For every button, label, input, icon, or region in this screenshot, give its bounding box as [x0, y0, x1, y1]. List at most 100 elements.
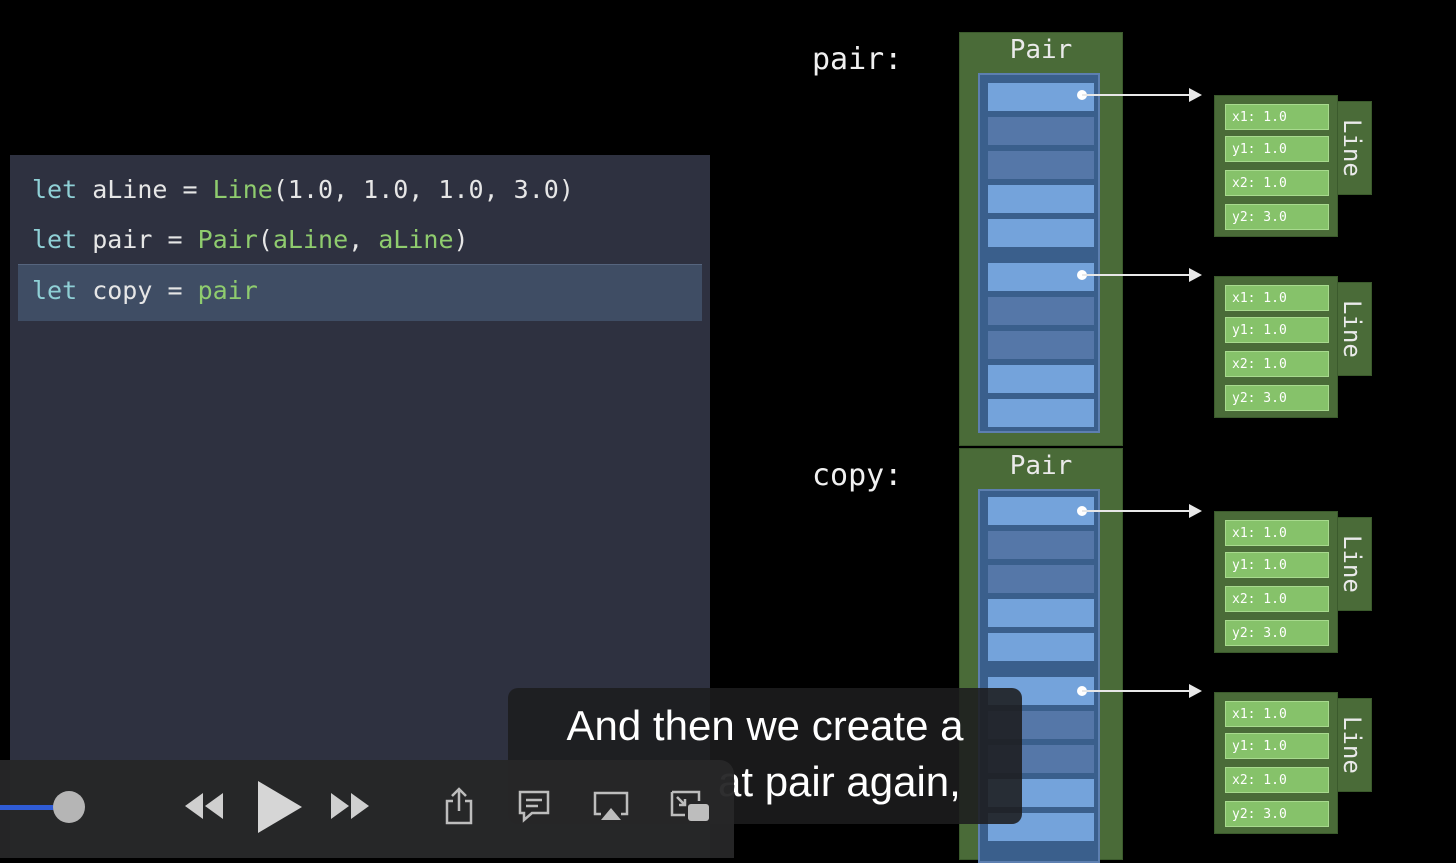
line-object: Line x1: 1.0 y1: 1.0 x2: 1.0 y2: 3.0 [1214, 511, 1372, 653]
subtitles-icon [518, 790, 550, 823]
line-label: Line [1338, 535, 1366, 593]
storage-slot [988, 565, 1094, 593]
pair-variable-label: pair: [812, 42, 903, 77]
line-fields: x1: 1.0 y1: 1.0 x2: 1.0 y2: 3.0 [1214, 511, 1338, 653]
storage-slot [988, 219, 1094, 247]
arrow-head [1189, 504, 1202, 518]
line-label: Line [1338, 716, 1366, 774]
storage-slot [988, 331, 1094, 359]
copy-pair-box: Pair [959, 448, 1123, 863]
caption-line-2: at pair again, [718, 758, 961, 805]
pointer-arrow [1082, 94, 1190, 96]
storage-slot [988, 365, 1094, 393]
field-y1: y1: 1.0 [1225, 552, 1329, 578]
storage-slot [988, 497, 1094, 525]
paren: ( [257, 225, 273, 254]
line-object: Line x1: 1.0 y1: 1.0 x2: 1.0 y2: 3.0 [1214, 95, 1372, 237]
play-icon [258, 781, 302, 833]
field-y2: y2: 3.0 [1225, 801, 1329, 827]
separator: , [348, 225, 379, 254]
subtitles-button[interactable] [514, 788, 554, 824]
picture-in-picture-button[interactable] [668, 788, 712, 824]
identifier: copy = [77, 276, 198, 305]
picture-in-picture-icon [670, 790, 709, 821]
code-line-2: let pair = Pair(aLine, aLine) [32, 220, 469, 260]
highlighted-line [18, 264, 702, 321]
arrow-head [1189, 268, 1202, 282]
field-x1: x1: 1.0 [1225, 701, 1329, 727]
field-y1: y1: 1.0 [1225, 733, 1329, 759]
paren: ) [453, 225, 469, 254]
fast-forward-icon [331, 793, 369, 819]
line-label: Line [1338, 300, 1366, 358]
arrow-head [1189, 684, 1202, 698]
field-y1: y1: 1.0 [1225, 317, 1329, 343]
storage-slot [988, 263, 1094, 291]
line-tab: Line [1332, 517, 1372, 611]
field-x2: x2: 1.0 [1225, 767, 1329, 793]
arrow-head [1189, 88, 1202, 102]
type-name: Pair [197, 225, 258, 254]
field-y2: y2: 3.0 [1225, 385, 1329, 411]
line-fields: x1: 1.0 y1: 1.0 x2: 1.0 y2: 3.0 [1214, 692, 1338, 834]
field-y2: y2: 3.0 [1225, 620, 1329, 646]
line-tab: Line [1332, 282, 1372, 376]
storage-slot [988, 633, 1094, 661]
keyword: let [32, 225, 78, 254]
line-fields: x1: 1.0 y1: 1.0 x2: 1.0 y2: 3.0 [1214, 276, 1338, 418]
storage-slot [988, 83, 1094, 111]
field-y1: y1: 1.0 [1225, 136, 1329, 162]
storage-slot [988, 151, 1094, 179]
field-x2: x2: 1.0 [1225, 351, 1329, 377]
pointer-arrow [1082, 274, 1190, 276]
line-object: Line x1: 1.0 y1: 1.0 x2: 1.0 y2: 3.0 [1214, 276, 1372, 418]
storage-slot [988, 117, 1094, 145]
field-y2: y2: 3.0 [1225, 204, 1329, 230]
keyword: let [32, 276, 78, 305]
pair-box: Pair [959, 32, 1123, 446]
player-controls [0, 760, 734, 858]
storage-slot [988, 399, 1094, 427]
identifier: pair = [77, 225, 198, 254]
reference: pair [197, 276, 258, 305]
field-x2: x2: 1.0 [1225, 170, 1329, 196]
rewind-icon [185, 793, 223, 819]
progress-bar[interactable] [0, 805, 70, 810]
code-line-1: let aLine = Line(1.0, 1.0, 1.0, 3.0) [32, 170, 574, 210]
field-x1: x1: 1.0 [1225, 285, 1329, 311]
keyword: let [32, 175, 78, 204]
identifier: aLine = [77, 175, 213, 204]
line-label: Line [1338, 119, 1366, 177]
copy-box-title: Pair [1009, 451, 1073, 481]
copy-storage [978, 489, 1100, 863]
storage-slot [988, 599, 1094, 627]
pointer-arrow [1082, 510, 1190, 512]
code-line-3: let copy = pair [32, 271, 258, 311]
pointer-arrow [1082, 690, 1190, 692]
play-button[interactable] [250, 778, 306, 836]
line-tab: Line [1332, 101, 1372, 195]
pair-storage [978, 73, 1100, 433]
airplay-icon [593, 791, 629, 820]
progress-scrubber[interactable] [53, 791, 85, 823]
share-icon [445, 787, 473, 825]
line-tab: Line [1332, 698, 1372, 792]
field-x1: x1: 1.0 [1225, 104, 1329, 130]
line-fields: x1: 1.0 y1: 1.0 x2: 1.0 y2: 3.0 [1214, 95, 1338, 237]
share-button[interactable] [440, 786, 478, 826]
pair-box-title: Pair [1009, 35, 1073, 65]
argument: aLine [378, 225, 454, 254]
rewind-button[interactable] [180, 788, 226, 824]
fast-forward-button[interactable] [328, 788, 374, 824]
field-x2: x2: 1.0 [1225, 586, 1329, 612]
type-name: Line [212, 175, 273, 204]
field-x1: x1: 1.0 [1225, 520, 1329, 546]
storage-slot [988, 297, 1094, 325]
storage-slot [988, 531, 1094, 559]
code-panel: let aLine = Line(1.0, 1.0, 1.0, 3.0) let… [10, 155, 710, 858]
airplay-button[interactable] [590, 788, 632, 824]
copy-variable-label: copy: [812, 458, 903, 493]
caption-line-1: And then we create a [566, 702, 964, 749]
arguments: (1.0, 1.0, 1.0, 3.0) [272, 175, 574, 204]
storage-slot [988, 185, 1094, 213]
